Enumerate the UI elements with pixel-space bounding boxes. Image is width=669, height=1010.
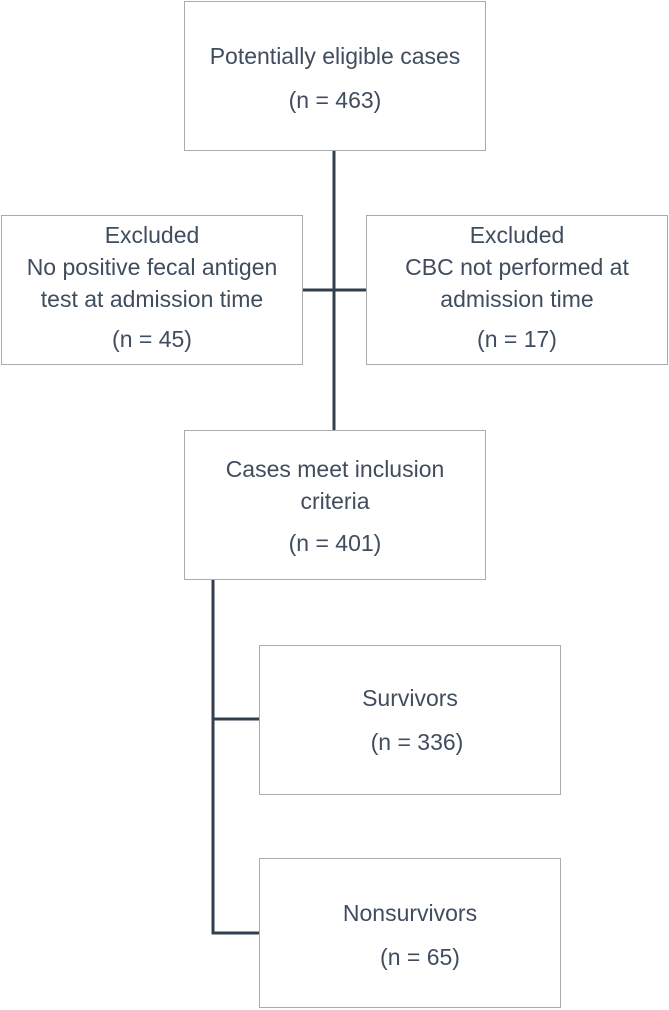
nonsurvivors-label: Nonsurvivors	[342, 900, 478, 926]
included-count: (n = 401)	[288, 530, 382, 556]
box-excluded-fecal-antigen: Excluded No positive fecal antigen test …	[1, 215, 303, 365]
excluded-right-count: (n = 17)	[477, 326, 557, 352]
eligible-count: (n = 463)	[288, 87, 382, 113]
box-excluded-cbc: Excluded CBC not performed at admission …	[366, 215, 668, 365]
survivors-label: Survivors	[362, 685, 458, 711]
included-label-line1: Cases meet inclusion	[225, 456, 445, 482]
included-label-line2: criteria	[300, 488, 370, 514]
nonsurvivors-count: (n = 65)	[380, 944, 460, 970]
excluded-right-reason-line2: admission time	[440, 286, 594, 312]
excluded-left-reason-line1: No positive fecal antigen	[26, 254, 278, 280]
box-survivors: Survivors (n = 336)	[259, 645, 561, 795]
excluded-right-reason-line1: CBC not performed at	[405, 254, 629, 280]
excluded-left-heading: Excluded	[104, 222, 200, 248]
excluded-left-reason-line2: test at admission time	[40, 286, 264, 312]
survivors-count: (n = 336)	[370, 729, 464, 755]
excluded-right-heading: Excluded	[469, 222, 565, 248]
box-potentially-eligible: Potentially eligible cases (n = 463)	[184, 1, 486, 151]
box-nonsurvivors: Nonsurvivors (n = 65)	[259, 858, 561, 1008]
eligible-label: Potentially eligible cases	[209, 43, 461, 69]
excluded-left-count: (n = 45)	[112, 326, 192, 352]
box-inclusion-criteria: Cases meet inclusion criteria (n = 401)	[184, 430, 486, 580]
